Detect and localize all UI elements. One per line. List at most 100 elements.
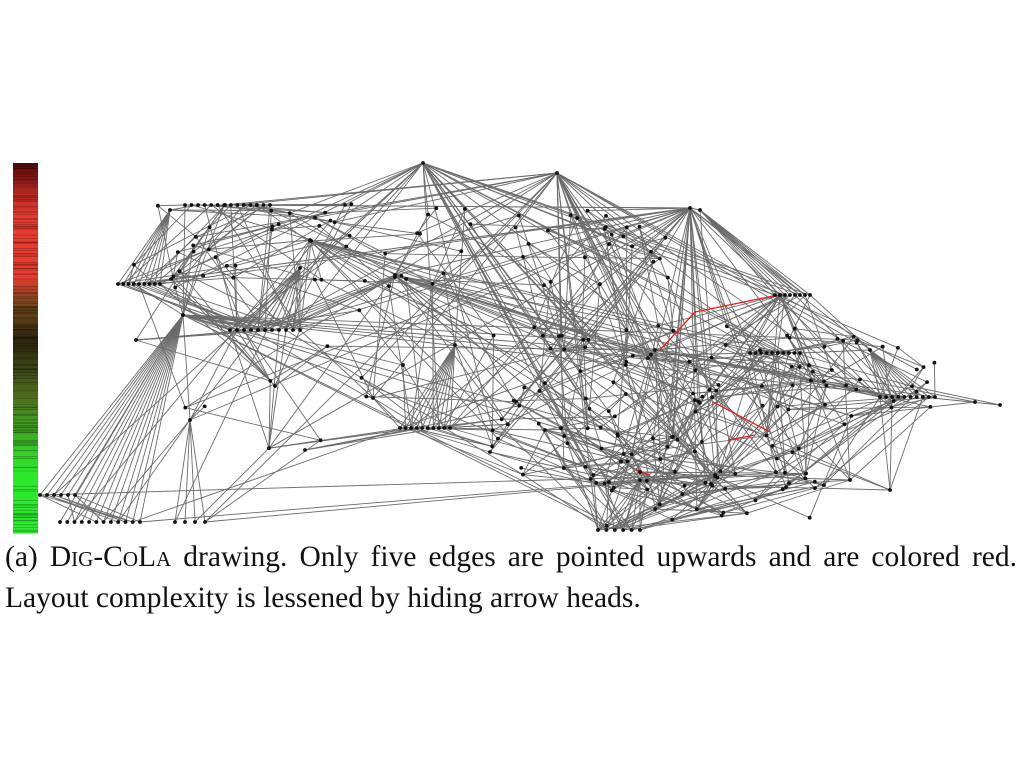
graph-node [657, 256, 662, 261]
graph-node [242, 328, 246, 332]
graph-edge [117, 283, 252, 331]
graph-node [822, 379, 826, 384]
graph-node [585, 208, 590, 213]
graph-edge [438, 344, 456, 429]
level-band [13, 428, 38, 435]
graph-edge [592, 474, 599, 531]
level-band [13, 249, 38, 257]
graph-edge [556, 172, 661, 460]
graph-edge [556, 172, 706, 483]
graph-edge [717, 473, 807, 479]
graph-node [780, 487, 785, 492]
graph-edge [563, 215, 572, 350]
graph-edge [655, 508, 747, 514]
graph-edge [544, 415, 615, 431]
graph-node [646, 356, 650, 360]
graph-node [796, 446, 801, 451]
graph-node [760, 384, 764, 388]
graph-node [202, 404, 207, 409]
graph-edge [416, 344, 456, 429]
graph-node [72, 520, 77, 524]
graph-node [670, 517, 675, 522]
level-band [13, 181, 38, 189]
graph-node [225, 263, 229, 268]
graph-edge [427, 214, 551, 283]
graph-edge [271, 207, 691, 331]
graph-node [546, 228, 550, 233]
graph-edge [143, 209, 171, 285]
graph-edge [422, 162, 719, 386]
level-band [13, 206, 38, 213]
graph-edge [182, 314, 231, 331]
graph-node [709, 355, 714, 360]
graph-node [807, 515, 812, 520]
graph-node [318, 438, 323, 443]
graph-node [65, 520, 70, 524]
graph-edge [696, 409, 789, 510]
graph-node [759, 351, 763, 355]
graph-edge [157, 205, 176, 288]
graph-edge [444, 427, 524, 475]
graph-edge [550, 346, 586, 349]
graph-node [680, 492, 685, 497]
graph-node [624, 359, 629, 364]
graph-edge [558, 335, 651, 356]
graph-edge [243, 162, 424, 331]
graph-node [638, 478, 642, 482]
graph-edge [556, 172, 563, 336]
graph-edge [777, 369, 833, 407]
graph-edge [809, 415, 852, 518]
level-band [13, 230, 38, 238]
level-band [13, 329, 38, 337]
graph-edge [416, 232, 494, 336]
graph-node [884, 395, 888, 399]
graph-edge [611, 234, 656, 351]
graph-node [526, 241, 531, 246]
graph-edge [699, 209, 806, 296]
graph-edge [567, 443, 632, 531]
graph-edge [334, 172, 558, 223]
level-band [13, 354, 38, 361]
graph-node [491, 333, 496, 338]
graph-edge [182, 314, 589, 341]
graph-edge [699, 209, 776, 296]
graph-node [714, 388, 719, 393]
graph-edge [799, 349, 871, 354]
graph-edge [696, 482, 790, 510]
graph-node [183, 520, 187, 524]
graph-edge [851, 401, 976, 417]
graph-edge [133, 204, 251, 266]
graph-edge [268, 380, 271, 449]
graph-edge [697, 384, 793, 402]
graph-edge [911, 366, 924, 387]
level-band [13, 520, 38, 528]
graph-node [888, 488, 892, 492]
graph-edge [772, 336, 855, 447]
graph-node [171, 274, 176, 279]
graph-node [858, 377, 862, 382]
graph-node [332, 220, 337, 225]
graph-node [270, 227, 274, 232]
graph-edge [771, 445, 778, 459]
graph-edge [539, 330, 674, 392]
graph-edge [604, 436, 674, 484]
graph-edge [789, 294, 811, 338]
graph-edge [169, 209, 316, 219]
graph-edge [278, 223, 311, 241]
graph-edge [765, 352, 790, 436]
graph-node [698, 401, 702, 405]
graph-node [753, 351, 758, 355]
graph-edge [410, 207, 691, 429]
graph-node [868, 348, 872, 352]
graph-edge [522, 474, 607, 531]
graph-edge [580, 355, 633, 372]
graph-edge [522, 393, 627, 475]
graph-node [790, 450, 795, 455]
graph-edge [761, 385, 851, 481]
caption-label: (a) [5, 541, 38, 573]
graph-node [822, 483, 826, 487]
graph-edge [394, 274, 852, 417]
graph-edge [492, 429, 586, 468]
level-band [13, 440, 38, 448]
graph-node [583, 345, 588, 350]
